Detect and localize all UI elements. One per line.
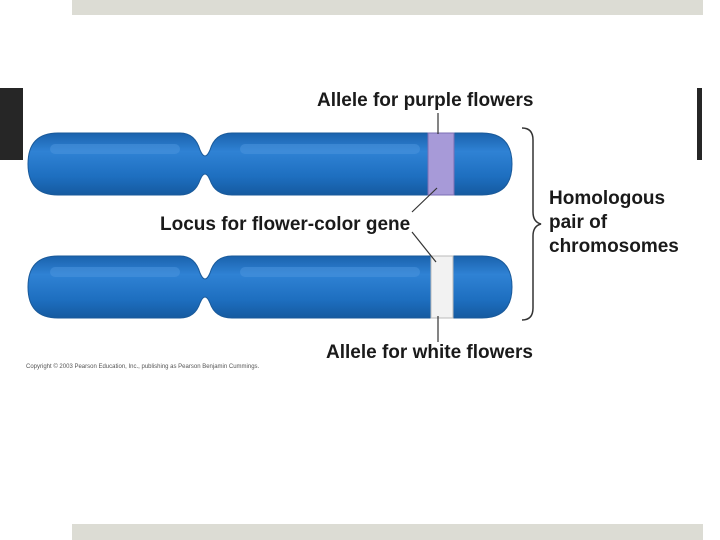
slide-top-bar	[72, 0, 703, 15]
homologous-line-3: chromosomes	[549, 236, 679, 257]
locus-leader-top	[411, 187, 438, 213]
chromosome-bottom-highlight	[50, 267, 180, 277]
slide-bottom-bar	[72, 524, 703, 540]
homologous-pair-label: Homologous pair of chromosomes	[549, 187, 709, 259]
homologous-line-1: Homologous	[549, 188, 666, 209]
chromosome-bottom-highlight-right	[240, 267, 420, 277]
white-allele-band	[430, 255, 454, 319]
homologous-brace	[521, 127, 542, 321]
chromosome-top	[27, 132, 513, 196]
chromosome-top-highlight-right	[240, 144, 420, 154]
slide-right-edge	[697, 88, 702, 160]
homologous-line-2: pair of	[549, 212, 608, 233]
purple-allele-band	[427, 132, 455, 196]
slide-left-edge	[0, 88, 23, 160]
locus-label: Locus for flower-color gene	[160, 214, 411, 235]
copyright-notice: Copyright © 2003 Pearson Education, Inc.…	[26, 364, 260, 370]
allele-white-label: Allele for white flowers	[326, 342, 533, 363]
chromosome-top-highlight	[50, 144, 180, 154]
allele-purple-label: Allele for purple flowers	[317, 90, 534, 111]
chromosome-bottom	[27, 255, 513, 319]
locus-leader-bottom	[411, 231, 437, 263]
